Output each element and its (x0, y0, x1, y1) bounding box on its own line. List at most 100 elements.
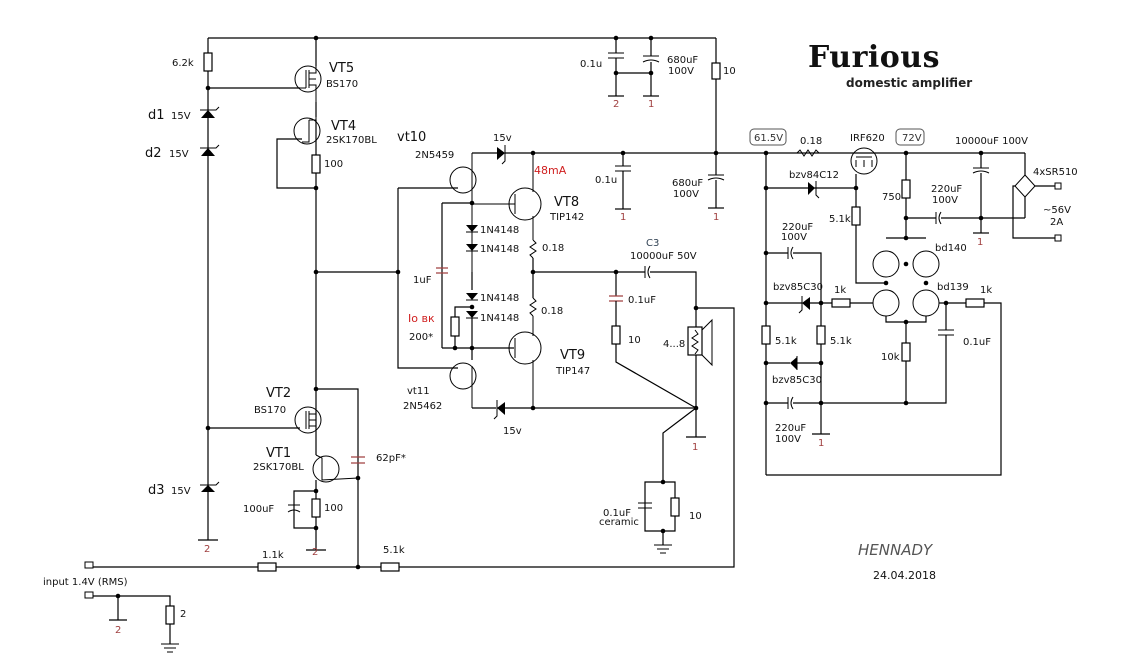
ac-terminal-1 (1054, 182, 1062, 190)
diode-1n4148 (466, 225, 478, 232)
resistor-5-1k-feedback (380, 562, 400, 572)
capacitor-680uf-mid (707, 174, 725, 181)
label-15v-bot: 15v (503, 426, 522, 437)
label-vt4: VT4 (331, 119, 356, 134)
label-1uf: 1uF (413, 275, 432, 286)
resistor-100-top (311, 154, 321, 174)
input-section (84, 382, 735, 653)
label-d1-value: 15V (171, 111, 191, 122)
label-bzv84: bzv84C12 (789, 170, 839, 181)
input-label: input 1.4V (RMS) (43, 577, 128, 588)
transistor-bd139-l (872, 289, 900, 317)
label-680uf-top: 680uF (667, 55, 698, 66)
voltage-72-label: 72V (902, 133, 922, 144)
label-vt2-part: BS170 (254, 405, 286, 416)
mosfet-irf620 (850, 147, 878, 175)
label-vt11: vt11 (407, 386, 430, 397)
label-220uf-c: 220uF (775, 423, 806, 434)
ground-label: 2 (204, 544, 210, 555)
resistor-10-gnd (670, 497, 680, 517)
zener-d3 (201, 485, 215, 492)
label-5-1k-psu: 5.1k (829, 214, 851, 225)
resistor-2-ohm (165, 605, 175, 625)
resistor-0-18-psu (796, 149, 820, 157)
resistor-1k-l (831, 298, 851, 308)
resistor-100-bot (311, 498, 321, 518)
zener-d1 (201, 110, 215, 118)
ground-label: 1 (713, 212, 719, 223)
transistor-vt1 (312, 455, 340, 483)
label-vt8-part: TIP142 (549, 212, 584, 223)
label-d3: d3 (148, 483, 165, 498)
label-5-1k-l: 5.1k (775, 336, 797, 347)
label-vt10-part: 2N5459 (415, 150, 454, 161)
resistor-200 (450, 316, 460, 337)
label-200: 200* (409, 332, 433, 343)
label-d1: d1 (148, 108, 165, 123)
ac-terminal-2 (1054, 234, 1062, 242)
label-zobel-res: 10 (628, 335, 641, 346)
transistor-bd140-l (872, 250, 900, 278)
label-2-ohm: 2 (180, 609, 186, 620)
label-10k: 10k (881, 352, 900, 363)
zener-bzv84 (808, 182, 815, 195)
resistor-0-18-top (529, 239, 537, 259)
label-750: 750 (882, 192, 901, 203)
label-irf620: IRF620 (850, 133, 885, 144)
ground-label: 1 (648, 99, 654, 110)
label-bzv85-b: bzv85C30 (772, 375, 822, 386)
input-terminal-hot (84, 561, 94, 569)
label-d3-value: 15V (171, 486, 191, 497)
label-220uf-a-v: 100V (932, 195, 958, 206)
input-terminal-gnd (84, 591, 94, 599)
ground-label: 2 (613, 99, 619, 110)
label-vt11-part: 2N5462 (403, 401, 442, 412)
label-10-gnd: 10 (689, 511, 702, 522)
capacitor-0-1u-mid (615, 165, 631, 172)
ground-label: 1 (620, 212, 626, 223)
supply-filter (608, 38, 1025, 210)
label-zobel-cap: 0.1uF (628, 295, 656, 306)
label-vt2: VT2 (266, 386, 291, 401)
ground-icon (654, 544, 672, 554)
voltage-tag-61-5 (749, 128, 787, 146)
transistor-vt10 (449, 166, 477, 194)
label-ceramic-note: ceramic (599, 517, 639, 528)
resistor-10-top (711, 62, 721, 80)
label-62pf: 62pF* (376, 453, 406, 464)
ground-label: 1 (977, 237, 983, 248)
capacitor-220uf-b (787, 246, 794, 260)
label-bd140: bd140 (935, 243, 967, 254)
zener-d2 (201, 148, 215, 156)
label-680uf-mid-v: 100V (673, 189, 699, 200)
label-0-1u-top: 0.1u (580, 59, 602, 70)
label-0-18-top: 0.18 (542, 243, 564, 254)
label-vt10: vt10 (397, 130, 426, 145)
current-label: 48mA (534, 164, 567, 177)
transistor-vt11 (449, 362, 477, 390)
output-stage (395, 145, 735, 554)
ground-label: 2 (312, 547, 318, 558)
label-c3-value: 10000uF 50V (630, 251, 697, 262)
label-100-bot: 100 (324, 503, 343, 514)
capacitor-100uf (287, 504, 301, 513)
label-220uf-b-v: 100V (781, 232, 807, 243)
label-vt5-part: BS170 (326, 79, 358, 90)
capacitor-0-1uf-psu (938, 329, 954, 336)
label-c3: C3 (646, 238, 659, 249)
label-0-18-bot: 0.18 (541, 306, 563, 317)
label-0-18-psu: 0.18 (800, 136, 822, 147)
label-d2-value: 15V (169, 149, 189, 160)
label-100uf: 100uF (243, 504, 274, 515)
capacitor-zobel (609, 295, 623, 302)
capacitor-c3 (644, 265, 651, 279)
resistor-5-1k-psu (851, 206, 861, 226)
transistor-bd139-r (912, 289, 940, 317)
resistor-5-1k-l (761, 325, 771, 345)
transistor-vt5 (294, 65, 322, 93)
label-d2: d2 (145, 146, 162, 161)
label-1k-r: 1k (980, 285, 992, 296)
label-bridge: 4xSR510 (1033, 167, 1078, 178)
resistor-zobel-10 (611, 325, 621, 345)
